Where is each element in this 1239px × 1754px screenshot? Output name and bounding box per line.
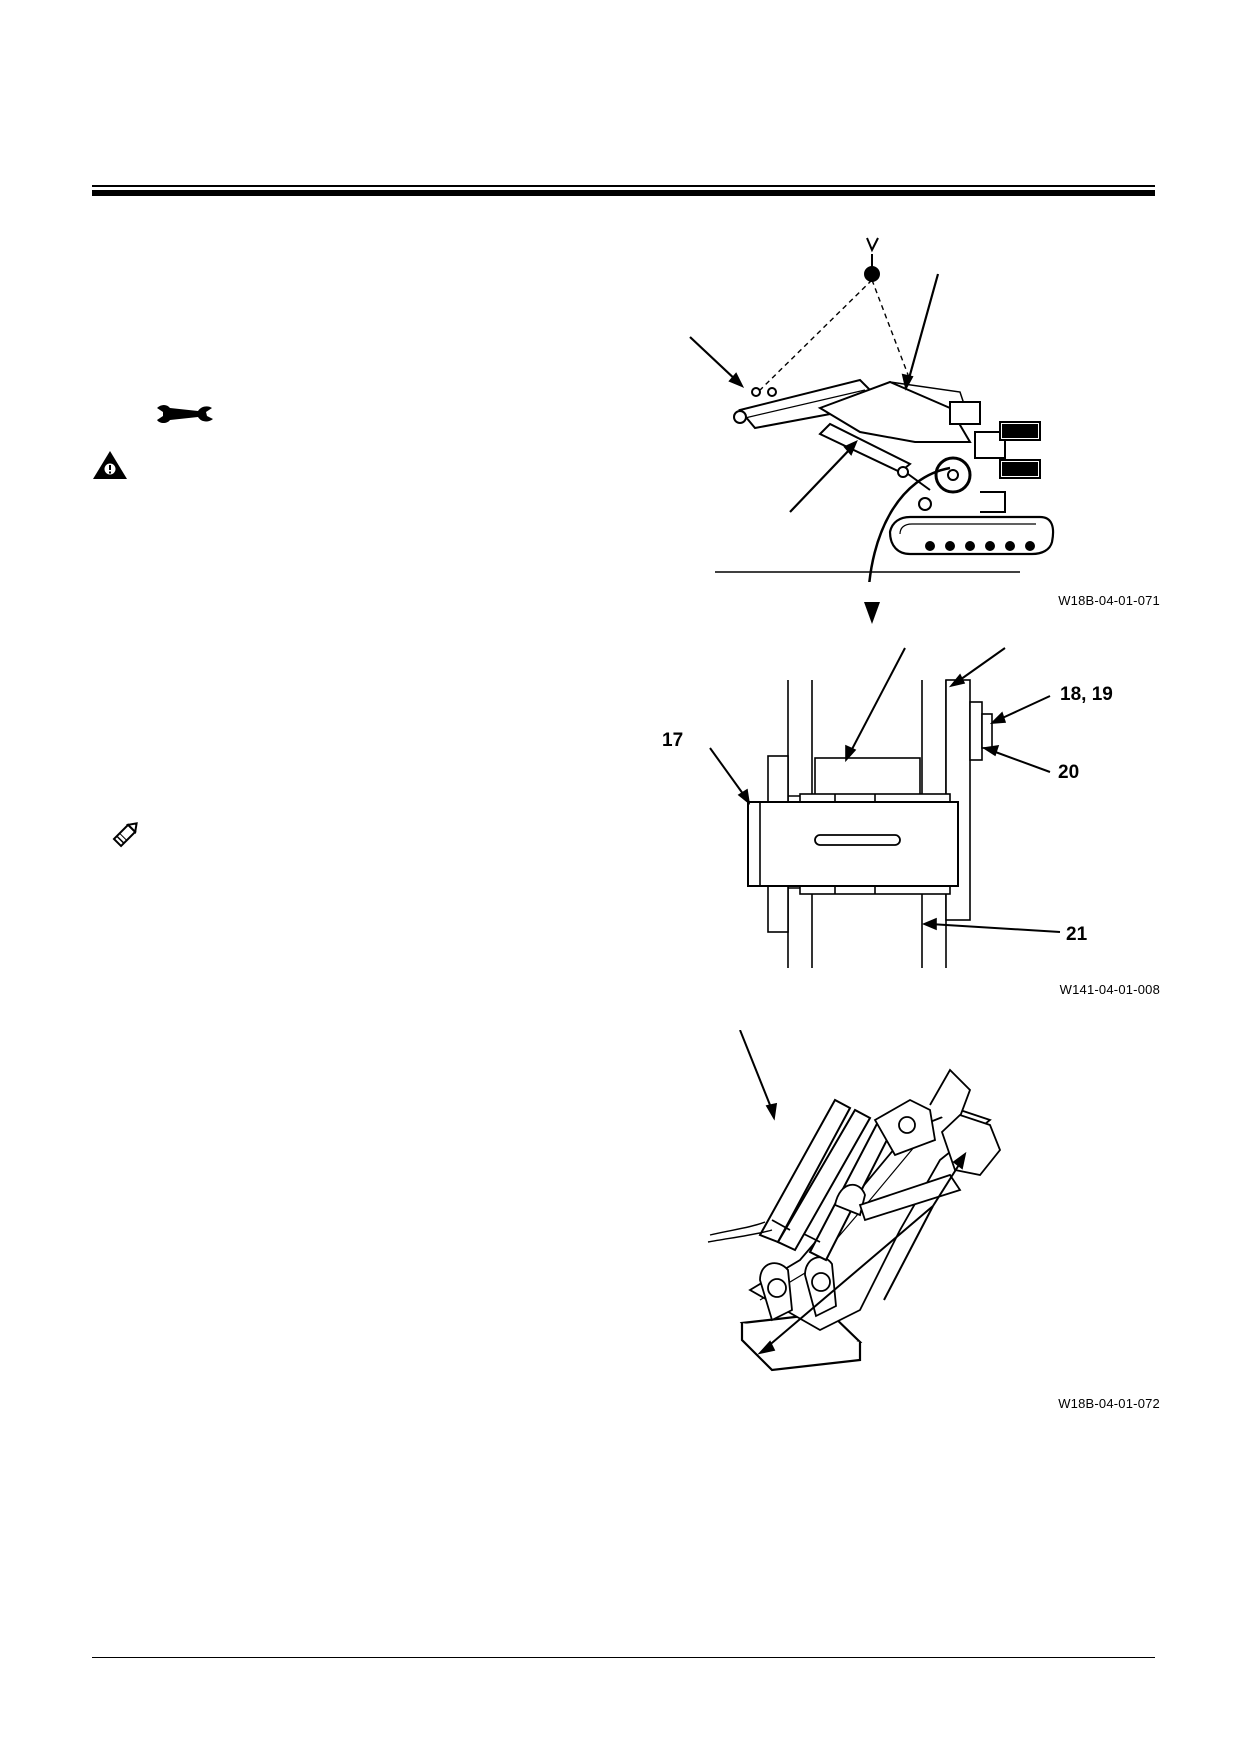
figure-boom-perspective: W18B-04-01-072 — [660, 1030, 1160, 1420]
figure-code: W141-04-01-008 — [1059, 982, 1160, 997]
warning-icon — [93, 451, 127, 479]
header-rule-thin — [92, 185, 1155, 187]
boom-perspective-illustration — [707, 1030, 1002, 1372]
pin-detail-illustration: 17 18, 19 20 21 — [662, 647, 1113, 968]
figure-code: W18B-04-01-071 — [1058, 593, 1160, 608]
figure-code: W18B-04-01-072 — [1058, 1396, 1160, 1411]
header-rule-thick — [92, 190, 1155, 196]
callout-21: 21 — [1066, 924, 1088, 945]
callout-20: 20 — [1058, 762, 1079, 783]
pencil-note-icon — [112, 822, 138, 848]
callout-17: 17 — [662, 730, 683, 751]
footer-rule — [92, 1657, 1155, 1658]
arrow-down-icon — [864, 602, 880, 624]
figure-boom-lifting: W18B-04-01-071 — [660, 232, 1160, 612]
boom-lifting-illustration — [689, 237, 1055, 582]
callout-18-19: 18, 19 — [1060, 684, 1113, 705]
figure-pin-detail: 17 18, 19 20 21 W141-04-01-008 — [660, 638, 1160, 1008]
wrench-icon — [157, 405, 213, 423]
